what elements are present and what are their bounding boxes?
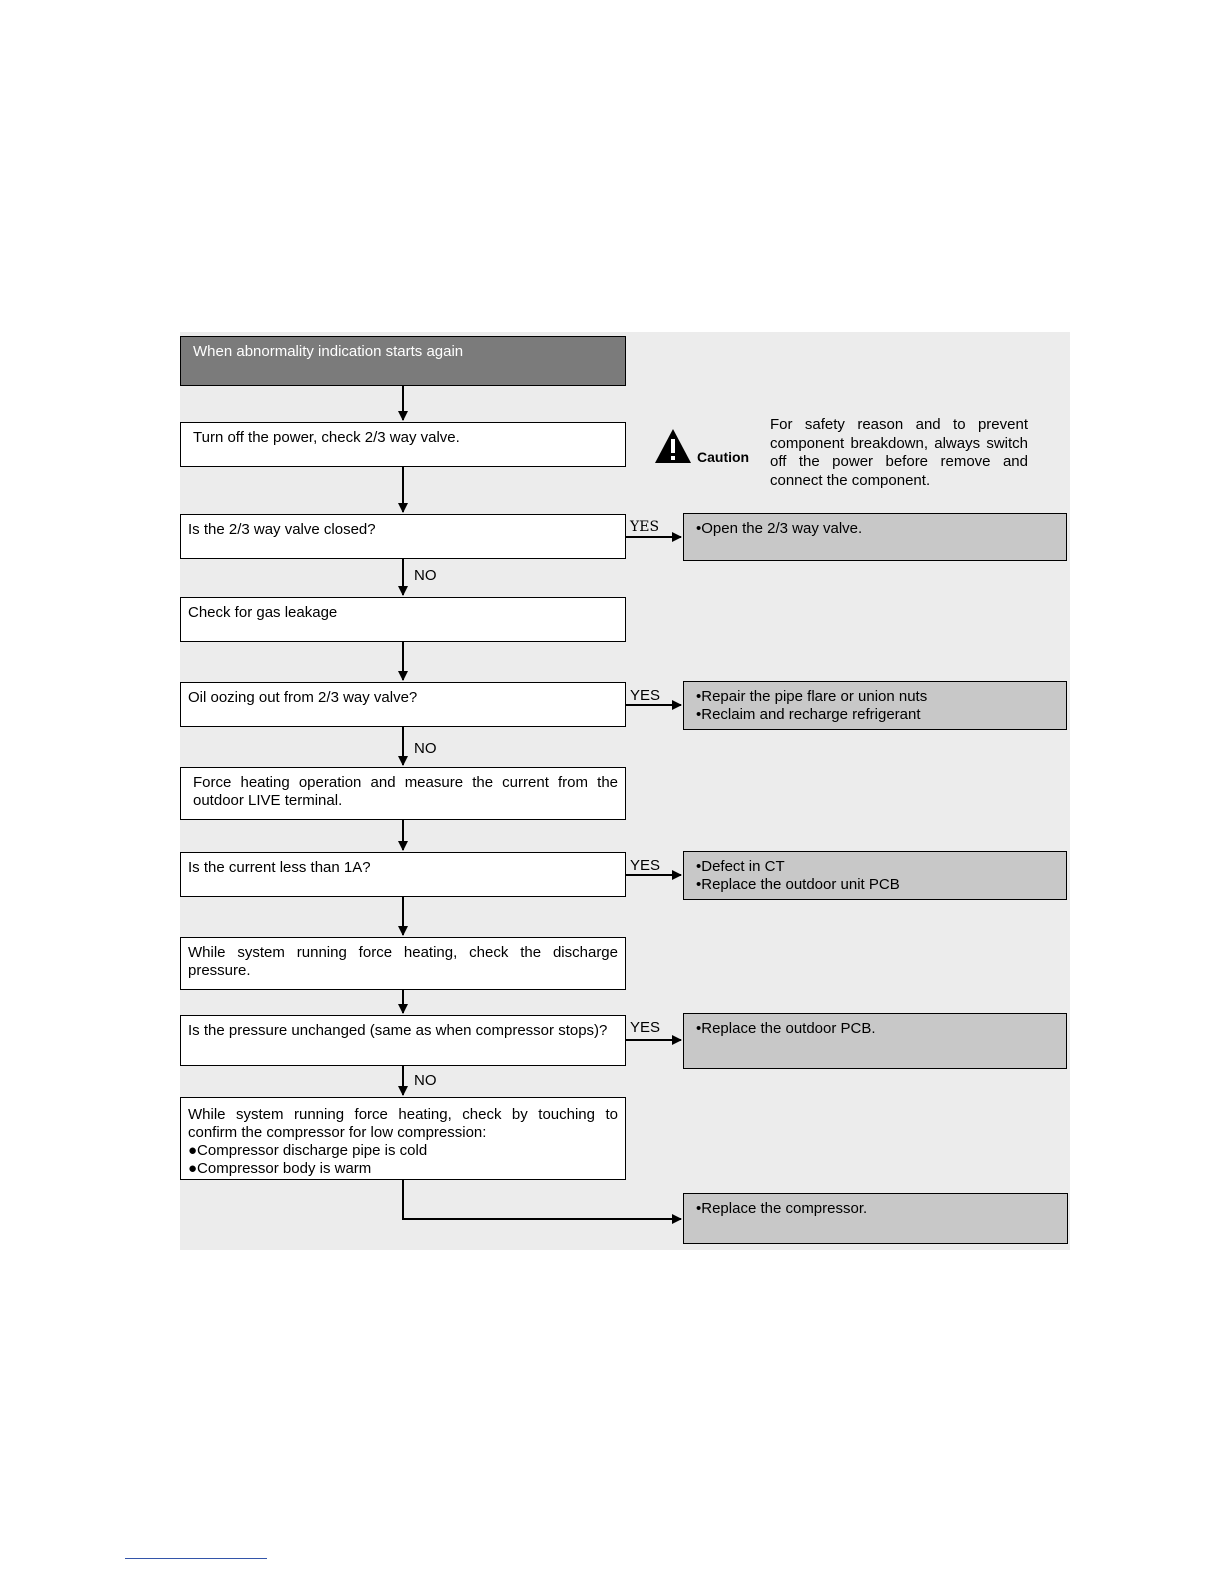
arrow-step5-to-r5 [402,1180,682,1224]
result-defect-ct-line2: •Replace the outdoor unit PCB [696,876,900,893]
question-current-less-1a: Is the current less than 1A? [180,852,626,897]
step-check-compression-text: While system running force heating, chec… [188,1106,618,1141]
caution-label: Caution [697,449,750,465]
yes-label-q2: YES [630,687,661,704]
result-defect-ct-line1: •Defect in CT [696,858,785,875]
result-replace-compressor: •Replace the compressor. [683,1193,1068,1244]
result-open-valve-line: •Open the 2/3 way valve. [696,520,863,537]
bullet-body-warm: ●Compressor body is warm [188,1160,372,1177]
yes-label-q4: YES [630,1019,661,1036]
no-label-q1: NO [414,567,437,584]
warning-triangle-icon [655,429,691,463]
step-check-compression: While system running force heating, chec… [180,1097,626,1180]
result-replace-compressor-line: •Replace the compressor. [696,1200,868,1217]
result-defect-ct: •Defect in CT •Replace the outdoor unit … [683,851,1067,900]
result-replace-outdoor-pcb: •Replace the outdoor PCB. [683,1013,1067,1069]
yes-label-q3: YES [630,857,661,874]
question-pressure-unchanged: Is the pressure unchanged (same as when … [180,1015,626,1066]
result-repair-flare: •Repair the pipe flare or union nuts •Re… [683,681,1067,730]
bullet-discharge-pipe-cold: ●Compressor discharge pipe is cold [188,1142,428,1159]
step-check-gas-leakage: Check for gas leakage [180,597,626,642]
result-open-valve: •Open the 2/3 way valve. [683,513,1067,561]
no-label-q4: NO [414,1072,437,1089]
start-box: When abnormality indication starts again [180,336,626,386]
result-repair-flare-line2: •Reclaim and recharge refrigerant [696,706,921,723]
step-turn-off-power: Turn off the power, check 2/3 way valve. [180,422,626,467]
no-label-q2: NO [414,740,437,757]
result-replace-outdoor-pcb-line: •Replace the outdoor PCB. [696,1020,876,1037]
step-force-heating-current: Force heating operation and measure the … [180,767,626,820]
yes-label-q1: YES [630,519,660,535]
footer-rule [125,1558,267,1559]
result-repair-flare-line1: •Repair the pipe flare or union nuts [696,688,928,705]
step-check-discharge-pressure: While system running force heating, chec… [180,937,626,990]
question-valve-closed: Is the 2/3 way valve closed? [180,514,626,559]
question-oil-oozing: Oil oozing out from 2/3 way valve? [180,682,626,727]
caution-text: For safety reason and to prevent compone… [770,416,1028,489]
